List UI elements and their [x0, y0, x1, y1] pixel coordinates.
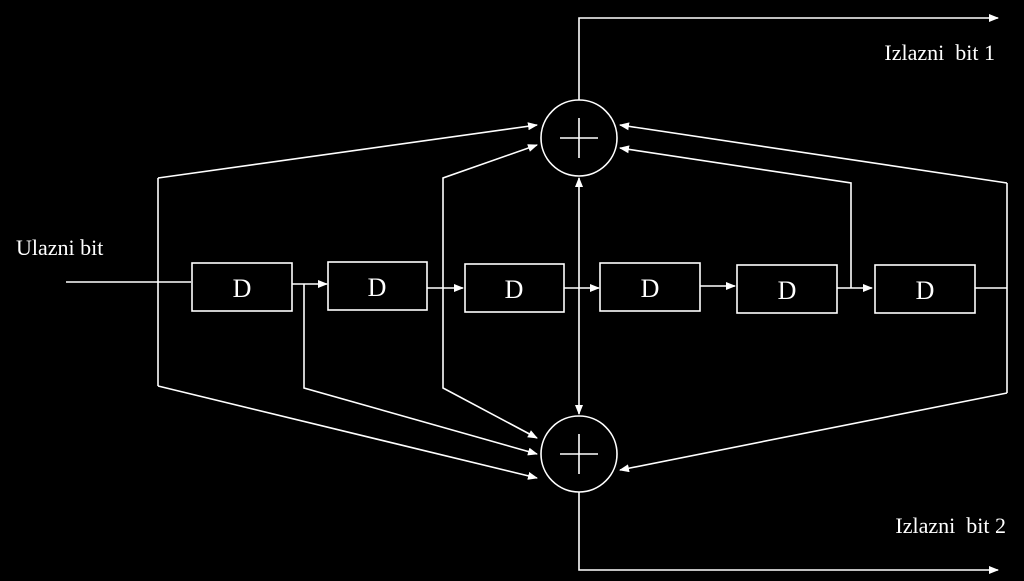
wire-output2	[578, 492, 999, 574]
delay-label-1: D	[233, 274, 252, 303]
xor-adder-top	[540, 99, 618, 177]
wire-tap5-to-xor1	[619, 145, 852, 288]
input-label: Ulazni bit	[16, 235, 103, 260]
wire-tap1-to-xor2	[303, 284, 538, 456]
delay-block-4	[599, 262, 701, 312]
wire-input-to-xor2	[157, 385, 538, 480]
delay-label-2: D	[368, 273, 387, 302]
delay-label-4: D	[641, 274, 660, 303]
wire-tap2-to-xor2	[442, 288, 538, 439]
delay-block-1	[191, 262, 293, 312]
wire-output1	[578, 14, 999, 100]
output1-label: Izlazni bit 1	[884, 40, 995, 65]
delay-block-5	[736, 264, 838, 314]
delay-block-2	[327, 261, 428, 311]
delay-label-6: D	[916, 276, 935, 305]
delay-label-3: D	[505, 275, 524, 304]
wire-d6-to-xor2	[619, 392, 1008, 473]
delay-block-3	[464, 263, 565, 313]
wire-d6-to-xor1	[619, 122, 1008, 184]
output2-label: Izlazni bit 2	[895, 513, 1006, 538]
wire-input-to-xor1	[157, 122, 538, 179]
xor-adder-bottom	[540, 415, 618, 493]
delay-label-5: D	[778, 276, 797, 305]
delay-block-6	[874, 264, 976, 314]
wire-tap2-to-xor1	[442, 144, 538, 288]
